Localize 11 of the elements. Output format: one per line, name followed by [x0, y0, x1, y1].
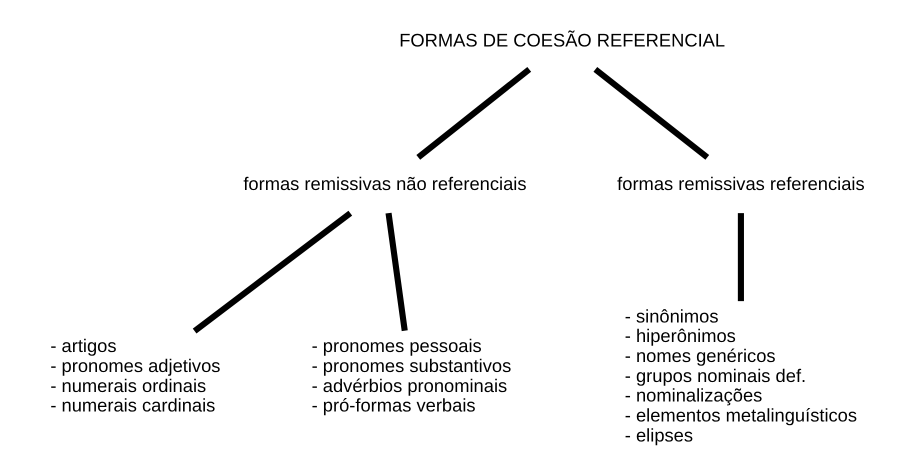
connector [593, 67, 710, 160]
node-text: - pronomes pessoais - pronomes substantivos - advérbios pronominais - pró-formas verbais [312, 335, 512, 416]
node-text: formas remissivas referenciais [617, 173, 865, 194]
node-text: - sinônimos - hiperônimos - nomes genéricos - grupos nominais def. - nominalizações - elementos metalinguísticos - elipses [624, 305, 858, 446]
node-text: - artigos - pronomes adjetivos - numerais ordinais - numerais cardinais [50, 335, 220, 416]
connector [416, 67, 532, 160]
node-text: formas remissivas não referenciais [243, 173, 527, 194]
connector [192, 210, 352, 334]
connector [738, 213, 744, 302]
node-text: FORMAS DE COESÃO REFERENCIAL [399, 29, 726, 50]
connector [386, 212, 408, 332]
